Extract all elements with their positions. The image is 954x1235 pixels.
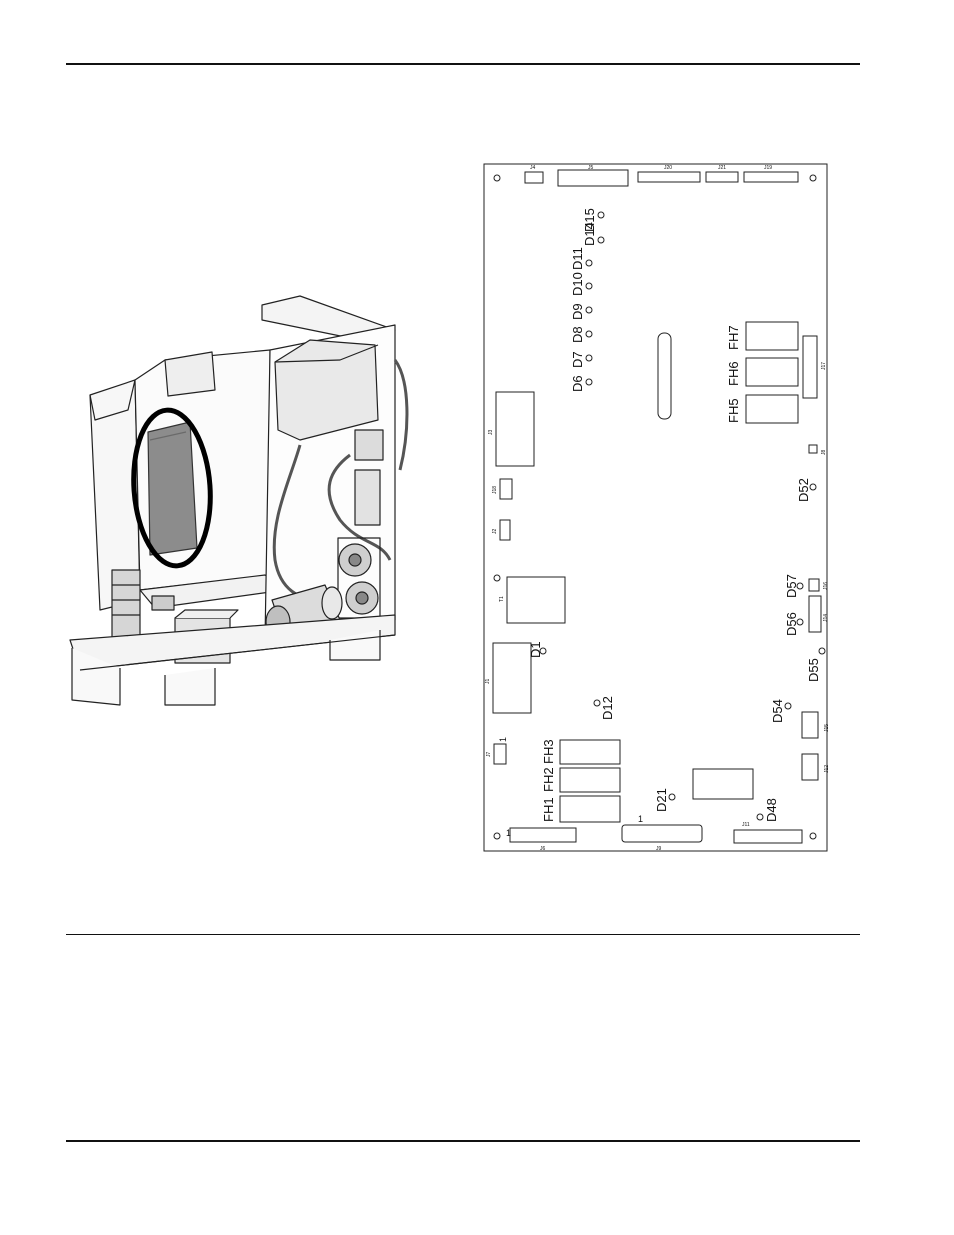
label-d21: D21 [654,788,669,812]
pcb-outline [483,163,828,852]
pin-mark-j6: 1 [506,828,511,838]
label-d11: D11 [570,247,585,270]
connector-j1 [492,642,532,714]
label-d56: D56 [784,612,799,636]
connector-j15 [801,711,819,739]
connector-j16 [808,578,820,592]
label-j17: J17 [821,362,827,370]
label-t1: T1 [499,596,505,602]
connector-j12 [801,753,819,781]
label-j18: J18 [492,486,498,494]
pin-mark-j9: 1 [638,814,643,824]
connector-j17 [802,335,818,399]
label-fh1: FH1 [541,797,556,822]
label-fh3: FH3 [541,739,556,764]
mounting-hole [809,832,817,840]
label-d55: D55 [806,658,821,682]
connector-j19 [743,171,799,183]
label-j2: J2 [492,529,498,535]
label-d9: D9 [570,303,585,320]
highlight-ellipse [131,407,213,569]
label-j3: J3 [488,430,494,436]
fuse-holder-fh5 [745,394,799,424]
label-d8: D8 [570,326,585,343]
connector-j20 [637,171,701,183]
label-j9: J9 [656,846,662,852]
connector-j18 [499,478,513,500]
label-d1: D1 [528,641,543,658]
transformer-t1 [506,576,566,624]
mounting-hole [493,574,501,582]
label-d52: D52 [796,478,811,502]
connector-j7 [493,743,507,765]
fuse-holder-fh2 [559,767,621,793]
label-d12: D12 [600,696,615,720]
connector-j3 [495,391,535,467]
label-j14: J14 [823,614,829,622]
label-d14: D14 [582,222,597,246]
label-j7: J7 [486,752,492,758]
label-fh6: FH6 [726,361,741,386]
connector-j11 [733,829,803,844]
mounting-hole [493,832,501,840]
cabinet-illustration [69,295,409,706]
label-d10: D10 [570,272,585,296]
label-j11: J11 [742,822,750,828]
connector-j6 [509,827,577,843]
label-j8: J8 [821,450,827,456]
connector-j5 [557,169,629,187]
label-j19: J19 [764,165,772,171]
connector-j8 [808,444,818,454]
label-fh2: FH2 [541,767,556,792]
label-fh7: FH7 [726,325,741,350]
label-d7: D7 [570,351,585,368]
label-d57: D57 [784,574,799,598]
label-d15: D15 [582,208,597,232]
connector-j2 [499,519,511,541]
top-rule [66,63,860,65]
diode-column: D15 D14 D11 D10 D9 D8 D7 D6 [570,208,605,392]
label-d54: D54 [770,699,785,723]
label-fh5: FH5 [726,398,741,423]
pin-mark-j7: 1 [498,737,508,742]
fuse-holder-fh1 [559,795,621,823]
mounting-hole [493,174,501,182]
fuse-holder-fh6 [745,357,799,387]
connector-j9 [621,824,703,843]
connector-j21 [705,171,739,183]
label-j5: J5 [588,165,594,171]
connector-j4 [524,171,544,184]
label-j15: J15 [824,724,830,732]
label-j4: J4 [530,165,536,171]
label-j20: J20 [664,165,672,171]
bottom-rule [66,1140,860,1142]
connector-j14 [808,595,822,633]
lower-ic [692,768,754,800]
fuse-holder-fh7 [745,321,799,351]
label-j1: J1 [485,679,491,685]
centre-ic [657,332,672,420]
middle-rule [66,934,860,935]
label-d6: D6 [570,375,585,392]
label-j16: J16 [823,582,829,590]
mounting-hole [809,174,817,182]
label-j12: J12 [824,765,830,773]
fuse-holder-fh3 [559,739,621,765]
label-j21: J21 [718,165,726,171]
label-j6: J6 [540,846,546,852]
label-d48: D48 [764,798,779,822]
pcb-board: J4 J5 J20 J21 J19 D15 D14 D11 D10 D9 D8 … [483,163,830,852]
